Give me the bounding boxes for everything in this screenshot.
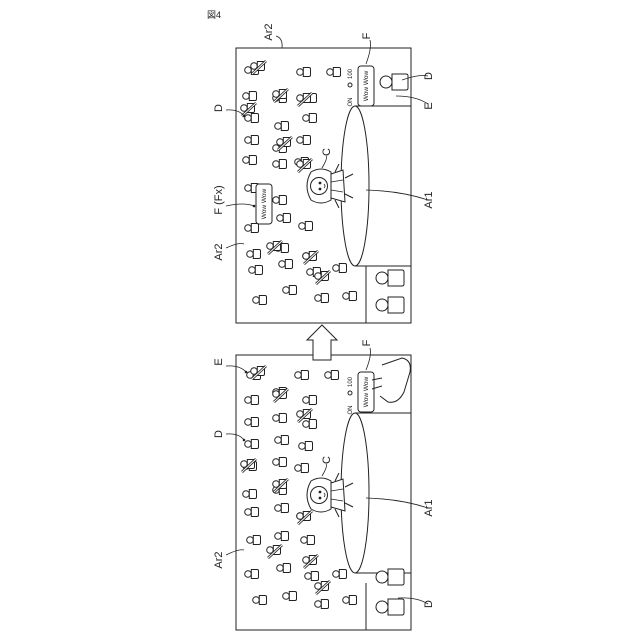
viewer-icon [315, 294, 329, 303]
label-f: F [361, 339, 373, 346]
comment-box: Wow Wow [358, 66, 374, 106]
viewer-icon [243, 490, 257, 499]
viewer-icon [299, 442, 313, 451]
label-f: F [361, 32, 373, 39]
comment-box: Wow Wow [358, 372, 374, 412]
viewer-icon [305, 572, 319, 581]
label-e: E [423, 102, 435, 109]
viewer-icon [277, 564, 291, 573]
viewer-icon [299, 222, 313, 231]
count-indicator: 100 [348, 376, 354, 387]
label-c: C [321, 148, 333, 156]
stage-area [341, 106, 369, 266]
viewer-icon [243, 156, 257, 165]
viewer-icon [253, 596, 267, 605]
viewer-icon [245, 418, 259, 427]
viewer-icon [297, 68, 311, 77]
viewer-large-icon [376, 569, 404, 585]
viewer-icon [247, 536, 261, 545]
viewer-icon [283, 286, 297, 295]
label-ar2: Ar2 [213, 243, 225, 260]
viewer-large-icon [376, 599, 404, 615]
label-ar2: Ar2 [213, 551, 225, 568]
toggle-icon [348, 391, 352, 395]
label-d: D [213, 430, 225, 438]
on-indicator: ON [348, 98, 354, 107]
viewer-icon [275, 436, 289, 445]
viewer-large-icon [380, 74, 408, 90]
viewer-icon [303, 114, 317, 123]
on-indicator: ON [348, 406, 354, 415]
viewer-icon [295, 371, 309, 380]
panel-before: Wow WowON100Ar2DECAr1FD [213, 339, 435, 630]
viewer-icon [277, 214, 291, 223]
viewer-icon [315, 600, 329, 609]
viewer-large-icon [376, 297, 404, 313]
viewer-icon [245, 570, 259, 579]
label-ar2-top: Ar2 [263, 23, 275, 40]
label-d: D [423, 600, 435, 608]
viewer-icon [273, 458, 287, 467]
comment-text: Wow Wow [363, 376, 370, 407]
viewer-icon [327, 68, 341, 77]
viewer-icon [273, 414, 287, 423]
viewer-icon [273, 196, 287, 205]
comment-text: Wow Wow [363, 70, 370, 101]
viewer-icon [279, 260, 293, 269]
comment-effect-fx: Wow Wow [256, 184, 272, 224]
toggle-icon [348, 83, 352, 87]
viewer-icon [245, 136, 259, 145]
count-indicator: 100 [348, 68, 354, 79]
viewer-icon [275, 532, 289, 541]
viewer-icon [295, 464, 309, 473]
viewer-icon [253, 296, 267, 305]
viewer-icon [245, 114, 259, 123]
viewer-icon [245, 508, 259, 517]
viewer-icon [333, 264, 347, 273]
viewer-icon [343, 292, 357, 301]
comment-text: Wow Wow [261, 188, 268, 219]
viewer-icon [243, 92, 257, 101]
viewer-icon [247, 250, 261, 259]
viewer-icon [303, 420, 317, 429]
viewer-icon [297, 136, 311, 145]
hand-icon [372, 358, 410, 402]
label-ar1: Ar1 [423, 191, 435, 208]
label-c: C [321, 456, 333, 464]
viewer-icon [245, 224, 259, 233]
viewer-large-icon [376, 270, 404, 286]
viewer-icon [301, 536, 315, 545]
label-e: E [213, 358, 225, 365]
viewer-icon [273, 160, 287, 169]
viewer-icon [333, 570, 347, 579]
viewer-icon [275, 504, 289, 513]
viewer-icon [275, 122, 289, 131]
viewer-icon [283, 592, 297, 601]
stage-area [341, 413, 369, 573]
label-d: D [213, 104, 225, 112]
label-f-fx: F (Fx) [213, 185, 225, 214]
label-ar1: Ar1 [423, 499, 435, 516]
viewer-icon [249, 266, 263, 275]
label-d: D [423, 72, 435, 80]
viewer-icon [303, 396, 317, 405]
viewer-icon [245, 440, 259, 449]
viewer-icon [245, 396, 259, 405]
viewer-icon [325, 371, 339, 380]
viewer-icon [343, 596, 357, 605]
panel-after: Wow WowWow WowON100Ar2Ar2DF (Fx)CAr1FDE [213, 23, 435, 323]
